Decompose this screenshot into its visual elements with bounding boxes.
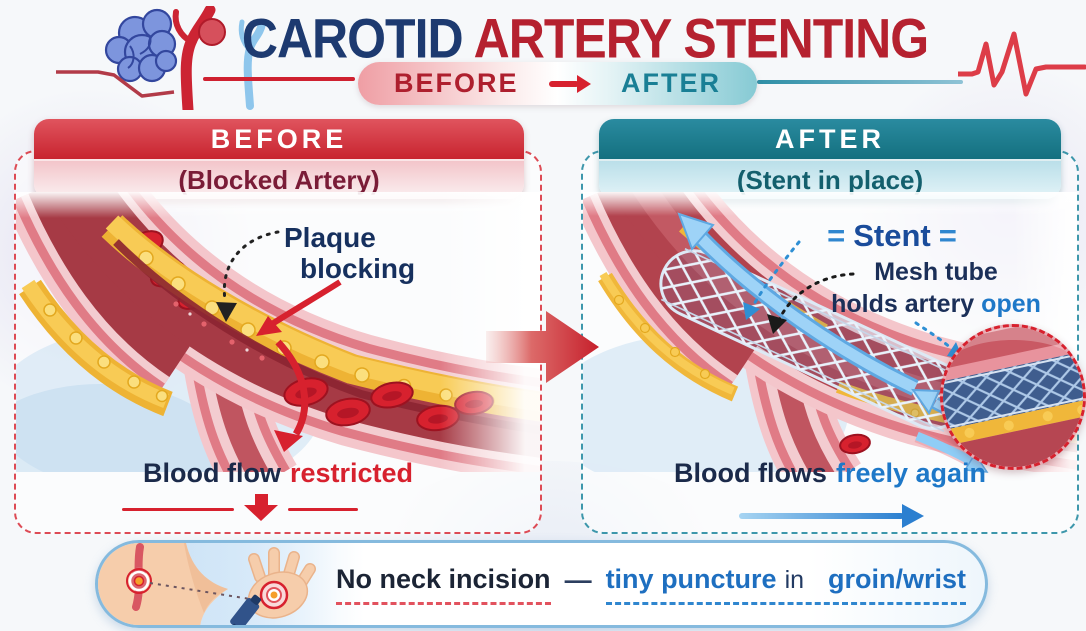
connector-line-red [203,77,355,81]
before-panel-header: BEFORE (Blocked Artery) [34,119,524,199]
mesh-annotation-line2: holds artery open [831,290,1041,318]
after-header-label: AFTER [599,119,1061,161]
title-part-navy: CAROTID [241,7,464,70]
flow-right-arrow-icon [739,504,924,528]
transition-arrow-icon [486,311,599,383]
plaque-pointer-arrow-icon [256,279,342,336]
mesh-annotation-arrow-icon [767,272,855,334]
mesh-annotation-line1: Mesh tube [874,258,998,286]
neck-access-icon [98,543,338,625]
plaque-annotation-line2: blocking [300,253,416,285]
flow-arrow-icon [677,212,919,396]
arrow-right-icon [548,74,591,93]
caption-underline [288,508,358,511]
caption-underline [122,508,234,511]
footer-dash: — [564,565,592,595]
plaque-annotation: Plaque blocking [284,222,434,285]
before-caption-highlight: restricted [289,458,414,488]
down-arrow-icon [244,494,278,521]
restricted-flow-arrow-icon [274,339,309,452]
mesh-annotation-highlight: open [981,290,1041,318]
plaque-annotation-line1: Plaque [284,222,376,253]
equals-decoration: = [938,218,957,253]
footer-groin-wrist: groin/wrist [828,563,967,594]
pill-after-label: AFTER [620,68,721,98]
footer-in: in [784,565,805,594]
before-caption: Blood flow restricted [16,458,540,489]
heartbeat-icon [958,31,1086,97]
footer-no-incision: No neck incision [336,564,551,605]
stent-label-text: Stent [853,218,931,253]
after-panel-header: AFTER (Stent in place) [599,119,1061,199]
before-header-label: BEFORE [34,119,524,161]
after-caption-normal: Blood flows [673,458,827,488]
before-panel: BEFORE (Blocked Artery) [14,119,542,534]
stent-annotation-arrow-icon [743,240,801,320]
before-caption-normal: Blood flow [142,458,281,488]
pill-before-label: BEFORE [394,68,519,98]
title-part-red: ARTERY STENTING [462,7,929,70]
before-after-pill: BEFORE AFTER [358,62,757,105]
plaque-annotation-arrow-icon [216,230,280,322]
page-title: CAROTID ARTERY STENTING [170,6,1000,71]
stent-label: =Stent= [772,218,1012,254]
footer-tiny-puncture: tiny puncture [605,563,777,594]
after-panel: AFTER (Stent in place) [581,119,1086,534]
equals-decoration: = [827,218,846,253]
brain-artery-icon [104,6,266,110]
stent-inset-icon [940,324,1086,470]
ekg-left-icon [56,70,175,98]
after-caption: Blood flows freely again [583,458,1077,489]
connector-line-blue [757,80,963,84]
mesh-annotation: Mesh tube holds artery open [811,256,1061,320]
blocked-artery-illustration [16,192,540,472]
after-caption-highlight: freely again [835,458,987,488]
